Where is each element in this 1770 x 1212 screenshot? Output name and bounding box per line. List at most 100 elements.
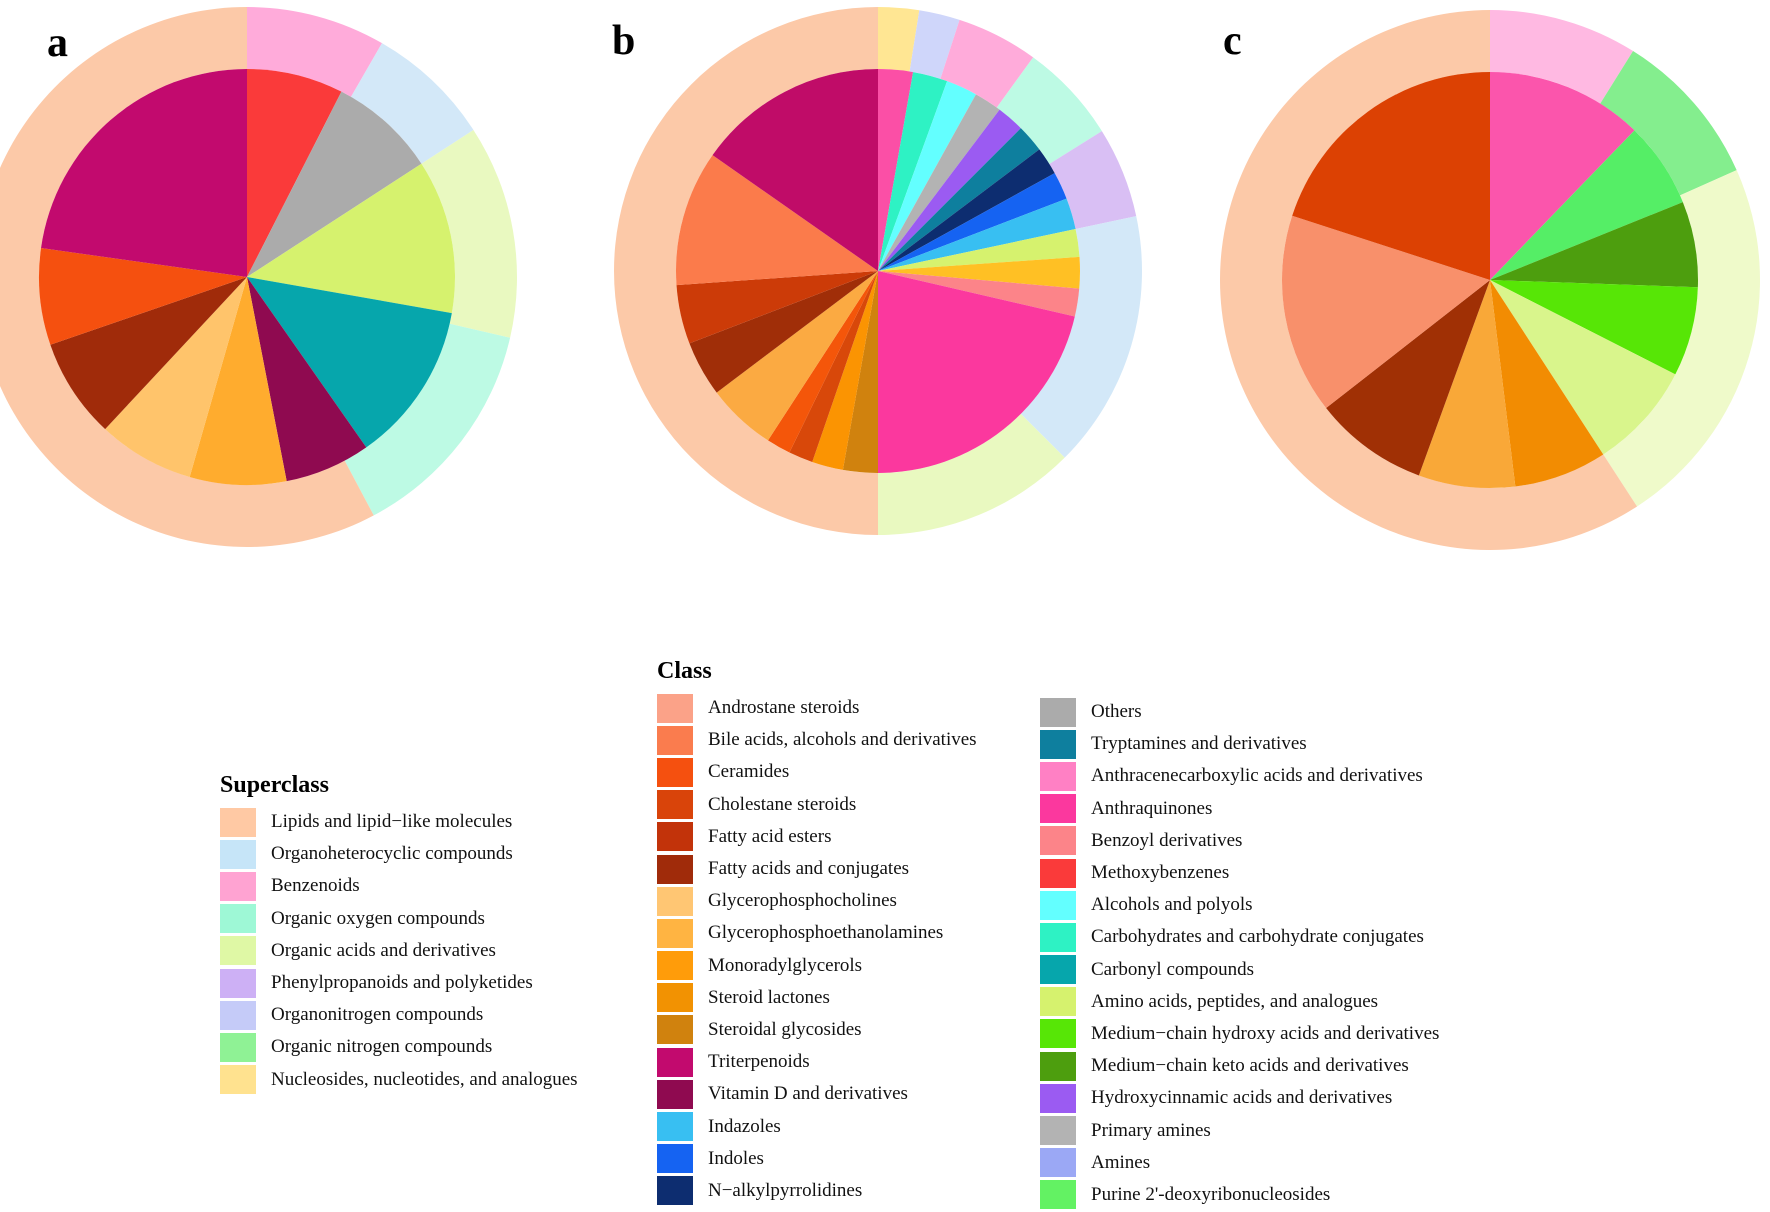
chart-a-slice-glycerophosphocholines [105,277,247,477]
superclass-legend-item-organic-acids-and-derivatives: Organic acids and derivatives [220,935,578,967]
panel-label-a: a [47,20,68,66]
class-legend-swatch-medium-chain-keto-acids-and-derivatives [1040,1051,1076,1081]
superclass-legend-item-organoheterocyclic-compounds: Organoheterocyclic compounds [220,838,578,870]
class-legend-swatch-carbohydrates-and-carbohydrate-conjugates [1040,922,1076,952]
class-legend-label-medium-chain-keto-acids-and-derivatives: Medium−chain keto acids and derivatives [1091,1055,1409,1077]
class-legend-swatch-primary-amines [1040,1116,1076,1146]
superclass-legend-label-organic-oxygen-compounds: Organic oxygen compounds [271,907,485,929]
chart-c-ring-organic-acids-and-derivatives [1603,170,1760,507]
chart-b-slice-bile-acids-alcohols-and-derivatives [676,155,878,286]
chart-a-slice-glycerophosphoethanolamines [189,277,287,486]
chart-c-ring-benzenoids [1490,10,1634,104]
class-legend-swatch-methoxybenzenes [1040,858,1076,888]
superclass-legend-item-phenylpropanoids-and-polyketides: Phenylpropanoids and polyketides [220,967,578,999]
class-legend-label-indoles: Indoles [708,1147,764,1169]
chart-a-slice-ceramides [39,248,248,345]
chart-c-ring-lipids-and-lipid-like-molecules [1220,10,1638,550]
superclass-legend-item-benzenoids: Benzenoids [220,870,578,902]
class-legend-label-triterpenoids: Triterpenoids [708,1051,810,1073]
chart-b-slice-carbohydrates-and-carbohydrate-conjugates [878,72,948,271]
superclass-legend-swatch-nucleosides-nucleotides-and-analogues [220,1065,256,1095]
class-legend-item-triterpenoids: Triterpenoids [657,1046,977,1078]
chart-b-ring-phenylpropanoids-and-polyketides [1049,131,1137,230]
class-legend-item-indazoles: Indazoles [657,1110,977,1142]
class-legend-label-alcohols-and-polyols: Alcohols and polyols [1091,894,1253,916]
chart-a-slice-fatty-acids-and-conjugates [50,277,247,430]
superclass-legend-label-organic-nitrogen-compounds: Organic nitrogen compounds [271,1036,493,1058]
class-legend-item-medium-chain-keto-acids-and-derivatives: Medium−chain keto acids and derivatives [1040,1050,1439,1082]
class-legend-label-indazoles: Indazoles [708,1115,781,1137]
class-legend-swatch-carbonyl-compounds [1040,955,1076,985]
chart-b-slice-anthracenecarboxylic-acids-and-derivatives [878,69,914,271]
class-legend-title: Class [657,658,712,684]
class-legend-item-hydroxycinnamic-acids-and-derivatives: Hydroxycinnamic acids and derivatives [1040,1082,1439,1114]
class-legend-label-glycerophosphoethanolamines: Glycerophosphoethanolamines [708,922,944,944]
superclass-legend-swatch-organic-acids-and-derivatives [220,936,256,966]
class-legend-swatch-indazoles [657,1112,693,1142]
superclass-legend-item-nucleosides-nucleotides-and-analogues: Nucleosides, nucleotides, and analogues [220,1064,578,1096]
class-legend-swatch-glycerophosphoethanolamines [657,918,693,948]
class-legend-item-primary-amines: Primary amines [1040,1114,1439,1146]
chart-a-slice-triterpenoids [41,69,247,277]
superclass-legend-label-phenylpropanoids-and-polyketides: Phenylpropanoids and polyketides [271,972,533,994]
chart-c-slice-steroid-lactones [1490,280,1604,487]
chart-c-slice-purine-2-deoxyribonucleosides [1490,130,1683,280]
superclass-legend-swatch-lipids-and-lipid-like-molecules [220,807,256,837]
class-legend-label-amines: Amines [1091,1151,1151,1173]
class-legend-swatch-steroid-lactones [657,983,693,1013]
class-legend-label-purine-2-deoxyribonucleosides: Purine 2'-deoxyribonucleosides [1091,1183,1331,1205]
chart-a-ring-lipids-and-lipid-like-molecules [0,7,374,547]
class-legend-item-ceramides: Ceramides [657,756,977,788]
superclass-legend-item-organonitrogen-compounds: Organonitrogen compounds [220,999,578,1031]
chart-b-slice-anthraquinones [878,271,1075,473]
superclass-legend-label-benzenoids: Benzenoids [271,875,360,897]
chart-a-ring-organoheterocyclic-compounds [351,43,474,164]
chart-b-ring-organoheterocyclic-compounds [1020,216,1142,458]
class-legend-label-hydroxycinnamic-acids-and-derivatives: Hydroxycinnamic acids and derivatives [1091,1087,1393,1109]
superclass-legend-item-organic-nitrogen-compounds: Organic nitrogen compounds [220,1031,578,1063]
superclass-legend-swatch-benzenoids [220,871,256,901]
chart-c-ring-organic-nitrogen-compounds [1600,51,1737,196]
class-legend-label-fatty-acid-esters: Fatty acid esters [708,825,832,847]
chart-b-slice-alcohols-and-polyols [878,81,976,271]
class-legend-item-steroidal-glycosides: Steroidal glycosides [657,1014,977,1046]
class-legend-label-medium-chain-hydroxy-acids-and-derivatives: Medium−chain hydroxy acids and derivativ… [1091,1022,1440,1044]
chart-c-slice-cholestane-steroids [1292,72,1490,280]
class-legend-swatch-anthraquinones [1040,794,1076,824]
class-legend-swatch-bile-acids-alcohols-and-derivatives [657,725,693,755]
chart-b-slice-tryptamines-and-derivatives [878,128,1040,271]
class-legend-label-carbohydrates-and-carbohydrate-conjugates: Carbohydrates and carbohydrate conjugate… [1091,926,1424,948]
class-legend-swatch-cholestane-steroids [657,790,693,820]
class-legend-swatch-monoradylglycerols [657,951,693,981]
chart-b-slice-benzoyl-derivatives [878,271,1080,317]
class-legend-item-amines: Amines [1040,1147,1439,1179]
chart-a-slice-amino-acids-peptides-and-analogues [247,163,455,314]
panel-label-c: c [1223,18,1242,64]
class-legend-item-purine-2-deoxyribonucleosides: Purine 2'-deoxyribonucleosides [1040,1179,1439,1211]
superclass-legend-label-organonitrogen-compounds: Organonitrogen compounds [271,1004,484,1026]
class-legend-item-amino-acids-peptides-and-analogues: Amino acids, peptides, and analogues [1040,986,1439,1018]
chart-c [1220,10,1760,550]
class-legend-item-vitamin-d-and-derivatives: Vitamin D and derivatives [657,1078,977,1110]
class-legend-item-bile-acids-alcohols-and-derivatives: Bile acids, alcohols and derivatives [657,724,977,756]
superclass-legend-item-lipids-and-lipid-like-molecules: Lipids and lipid−like molecules [220,806,578,838]
class-legend-label-ceramides: Ceramides [708,761,790,783]
superclass-legend-label-lipids-and-lipid-like-molecules: Lipids and lipid−like molecules [271,811,513,833]
chart-a-slice-others [247,91,422,277]
class-legend-label-bile-acids-alcohols-and-derivatives: Bile acids, alcohols and derivatives [708,729,977,751]
superclass-legend-label-organoheterocyclic-compounds: Organoheterocyclic compounds [271,843,513,865]
class-legend-label-anthraquinones: Anthraquinones [1091,797,1213,819]
class-legend-item-carbohydrates-and-carbohydrate-conjugates: Carbohydrates and carbohydrate conjugate… [1040,921,1439,953]
class-legend-swatch-hydroxycinnamic-acids-and-derivatives [1040,1083,1076,1113]
class-legend-item-n-alkylpyrrolidines: N−alkylpyrrolidines [657,1175,977,1207]
chart-b-ring-organonitrogen-compounds [909,10,960,79]
class-legend-swatch-triterpenoids [657,1047,693,1077]
class-legend-item-steroid-lactones: Steroid lactones [657,982,977,1014]
chart-a-slice-methoxybenzenes [247,69,342,277]
superclass-legend-swatch-phenylpropanoids-and-polyketides [220,968,256,998]
chart-b-slice-amino-acids-peptides-and-analogues [878,229,1080,271]
chart-c-slice-medium-chain-hydroxy-acids-and-derivatives [1490,280,1698,375]
